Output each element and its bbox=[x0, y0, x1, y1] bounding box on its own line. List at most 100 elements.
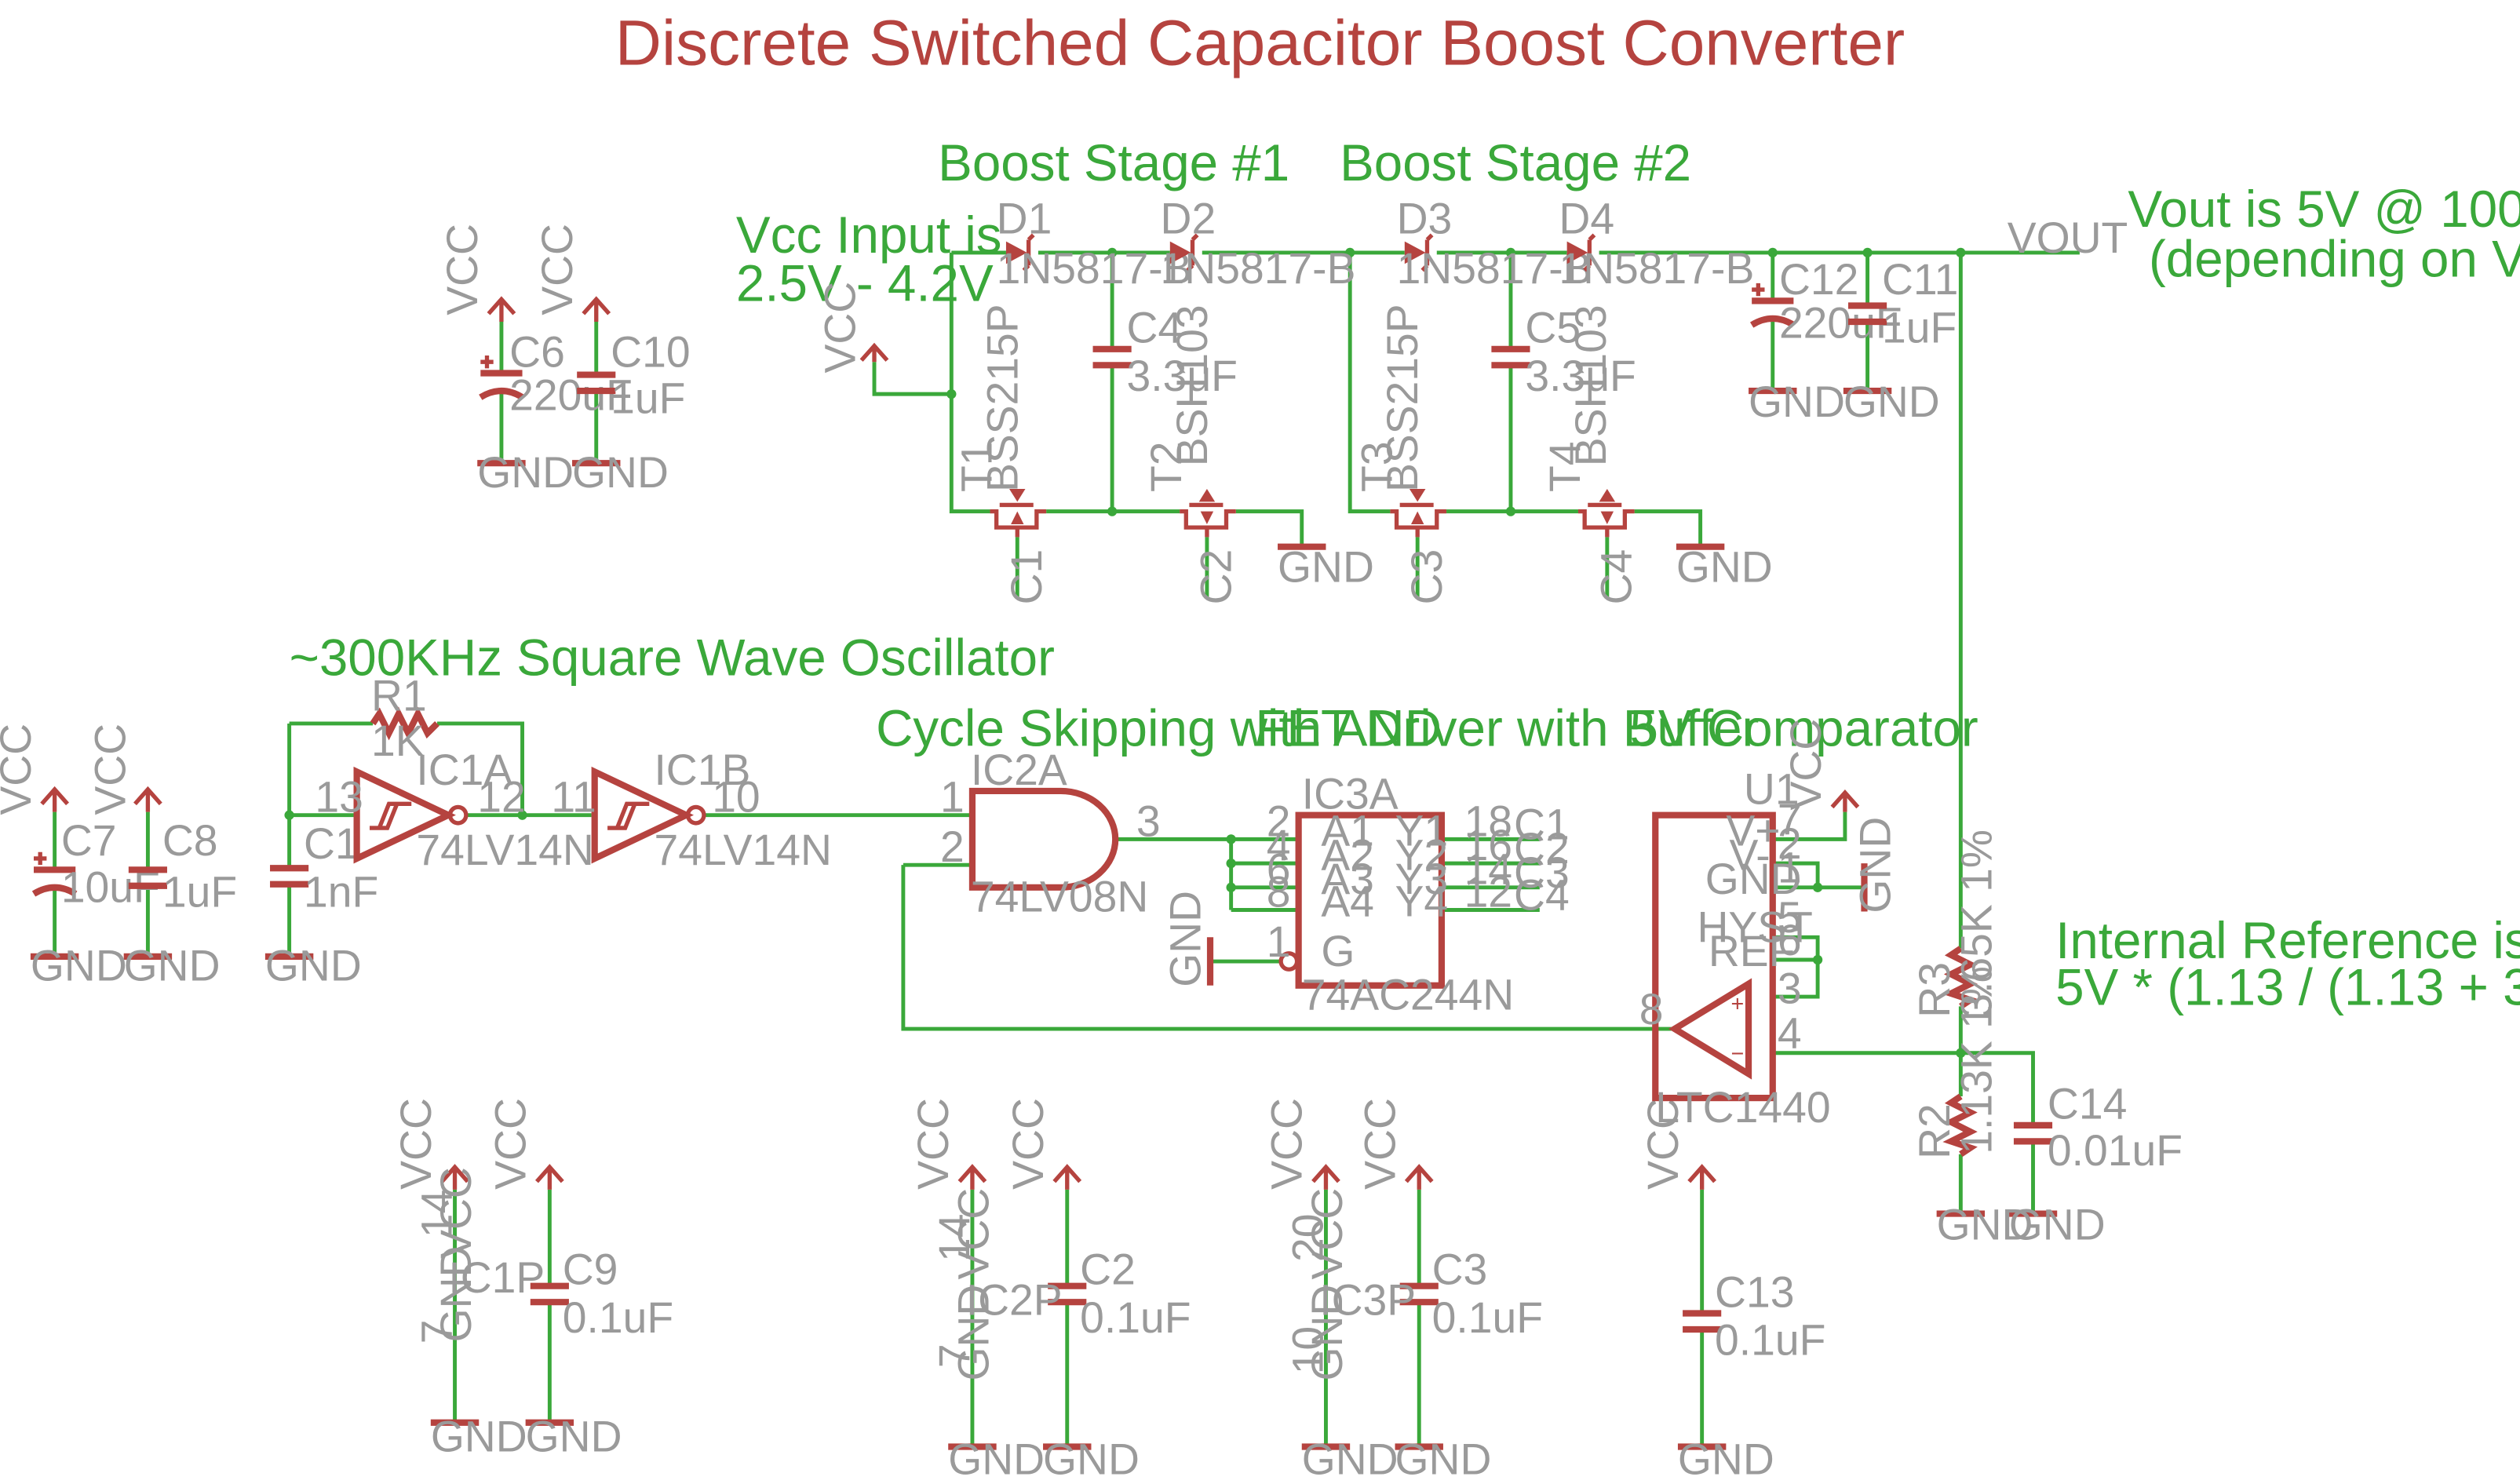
note-cycle-skipping: Cycle Skipping with AND bbox=[876, 700, 1442, 757]
t2-name: T2 bbox=[1142, 442, 1191, 493]
u1-opamp-minus: − bbox=[1731, 1041, 1745, 1067]
u1-pin-out: 8 bbox=[1639, 985, 1664, 1034]
c5-name: C5 bbox=[1525, 304, 1581, 352]
vcc-label: VCC bbox=[487, 1098, 535, 1190]
ic1a-name: IC1A bbox=[416, 746, 512, 794]
gnd-label: GND bbox=[124, 942, 221, 990]
net-label-c3: C3 bbox=[1402, 549, 1451, 605]
t3-name: T3 bbox=[1352, 442, 1401, 493]
capacitor-c13: C13 0.1uF bbox=[1683, 1267, 1825, 1365]
ic1b-value: 74LV14N bbox=[654, 826, 831, 874]
mosfet-t1: T1 BSS215P C1 bbox=[953, 304, 1051, 604]
comparator-u1: U1 LTC1440 V+ V- GND HYST REF + − 7 2 1 … bbox=[1639, 764, 1831, 1131]
diode-d4: D4 1N5817-B bbox=[1559, 194, 1754, 292]
resistors: R1 1K R3 3.65K 1% R2 1.13K 1% bbox=[370, 672, 2000, 1159]
note-vout-dep: (depending on Vcc input) bbox=[2149, 231, 2520, 288]
ic1a-pin-in: 13 bbox=[315, 773, 363, 822]
ic3a-pin-a2: 4 bbox=[1267, 821, 1291, 870]
ic2a-name: IC2A bbox=[971, 746, 1067, 794]
gnd-label: GND bbox=[1302, 1435, 1399, 1483]
ic3a-label-a2: A2 bbox=[1321, 830, 1374, 879]
mosfets: T1 BSS215P C1 T2 BSH103 C2 T3 BSS215P C3 bbox=[953, 304, 1641, 604]
capacitor-c8: C8 1uF bbox=[128, 816, 237, 916]
c11-value: 1uF bbox=[1882, 304, 1957, 352]
r3-name: R3 bbox=[1910, 962, 1959, 1018]
gnd-label: GND bbox=[1851, 817, 1899, 913]
vcc-label: VCC bbox=[1004, 1098, 1052, 1190]
ic2a-value: 74LV08N bbox=[971, 873, 1148, 921]
gnd-label: GND bbox=[431, 1413, 527, 1461]
gnd-label: GND bbox=[1937, 1200, 2033, 1249]
u1-label-hyst: HYST bbox=[1698, 902, 1813, 951]
gnd-label: GND bbox=[1678, 1435, 1774, 1483]
vcc-label: VCC bbox=[815, 282, 864, 374]
gnd-label: GND bbox=[1395, 1435, 1492, 1483]
u1-label-ref: REF bbox=[1709, 927, 1796, 975]
r3-value: 3.65K 1% bbox=[1952, 830, 2000, 1018]
gnd-label: GND bbox=[948, 1435, 1045, 1483]
diode-d2: D2 1N5817-B bbox=[1161, 194, 1356, 292]
inverter-ic1a: IC1A 74LV14N 13 12 bbox=[315, 746, 593, 874]
t4-name: T4 bbox=[1541, 442, 1589, 493]
capacitor-c4: C4 3.3uF bbox=[1092, 304, 1238, 400]
ic1p-name: IC1P bbox=[448, 1253, 545, 1302]
c3-name: C3 bbox=[1432, 1245, 1488, 1294]
u1-opamp-plus: + bbox=[1731, 992, 1745, 1017]
vcc-label: VCC bbox=[392, 1098, 440, 1190]
capacitor-c1: C1 1nF bbox=[270, 819, 378, 916]
capacitor-c14: C14 0.01uF bbox=[2013, 1080, 2183, 1175]
vcc-label: VCC bbox=[0, 724, 40, 815]
c1-name: C1 bbox=[304, 819, 359, 868]
t3-value: BSS215P bbox=[1378, 304, 1427, 492]
u1-pin-hyst: 5 bbox=[1778, 893, 1802, 942]
ic3a-pin-labels: A1 A2 A3 A4 Y1 Y2 Y3 Y4 G 2 4 6 8 1 18 1… bbox=[1267, 797, 1512, 975]
u1-value: LTC1440 bbox=[1655, 1083, 1830, 1132]
ic2a-pin-a: 1 bbox=[940, 773, 965, 822]
net-label-c2: C2 bbox=[1192, 549, 1241, 605]
d2-value: 1N5817-B bbox=[1161, 244, 1356, 293]
gnd-label: GND bbox=[2009, 1200, 2106, 1249]
resistor-r1: R1 1K bbox=[370, 672, 439, 765]
inverter-ic1b: IC1B 74LV14N 11 10 bbox=[551, 746, 831, 874]
c9-name: C9 bbox=[563, 1245, 618, 1294]
ic3a-pin-y2: 16 bbox=[1464, 821, 1513, 870]
ic1p-gnd-label: GND bbox=[432, 1246, 480, 1343]
c10-name: C10 bbox=[611, 327, 690, 376]
ic2p-vcc-label: VCC bbox=[949, 1188, 997, 1280]
r1-value: 1K bbox=[371, 716, 425, 765]
note-internal-ref: Internal Reference is 1.182V bbox=[2055, 912, 2520, 969]
c12-name: C12 bbox=[1779, 255, 1858, 304]
c5-value: 3.3uF bbox=[1525, 352, 1636, 400]
u1-label-gnd: GND bbox=[1705, 855, 1802, 903]
resistor-r3: R3 3.65K 1% bbox=[1910, 830, 2000, 1018]
t2-value: BSH103 bbox=[1168, 304, 1216, 466]
gnd-label: GND bbox=[526, 1413, 622, 1461]
note-comparator: 5V Comparator bbox=[1630, 700, 1978, 757]
vcc-label: VCC bbox=[86, 724, 135, 815]
ic3a-pin-g: 1 bbox=[1267, 917, 1291, 966]
gnd-label: GND bbox=[1278, 543, 1374, 592]
capacitor-c7: C7 10uF bbox=[31, 816, 160, 911]
ic1a-value: 74LV14N bbox=[416, 826, 593, 874]
vcc-label: VCC bbox=[533, 224, 582, 315]
ic1b-name: IC1B bbox=[654, 746, 750, 794]
ic2p-gnd-label: GND bbox=[949, 1285, 997, 1381]
ic-power-parts: IC1P 14 VCC 7 GND IC2P 14 VCC 7 GND IC3P… bbox=[412, 1167, 1416, 1380]
net-label-c1: C1 bbox=[1002, 549, 1051, 605]
ic3a-label-a3: A3 bbox=[1321, 855, 1374, 903]
c2-name: C2 bbox=[1080, 1245, 1136, 1294]
c8-value: 1uF bbox=[162, 867, 237, 916]
note-fet-driver: FET Driver with Buffer bbox=[1255, 700, 1759, 757]
gnd-label: GND bbox=[572, 448, 669, 497]
d2-name: D2 bbox=[1161, 194, 1216, 242]
c13-value: 0.1uF bbox=[1715, 1316, 1825, 1365]
schematic-title: Discrete Switched Capacitor Boost Conver… bbox=[615, 7, 1905, 78]
ic2p-gnd-pin: 7 bbox=[930, 1344, 979, 1368]
c9-value: 0.1uF bbox=[563, 1293, 673, 1342]
ic3a-value: 74AC244N bbox=[1302, 970, 1514, 1019]
ic1p-gnd-pin: 7 bbox=[412, 1320, 461, 1344]
ic1b-pin-out: 10 bbox=[712, 773, 760, 822]
gnd-label: GND bbox=[1749, 377, 1845, 426]
d3-name: D3 bbox=[1397, 194, 1453, 242]
